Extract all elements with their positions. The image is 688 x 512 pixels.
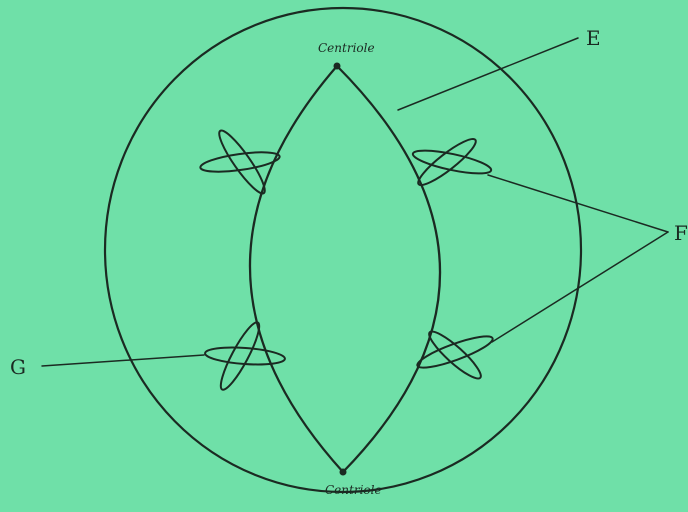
pointer-line-f-upper: [488, 175, 668, 232]
label-g: G: [10, 355, 26, 379]
cell-membrane: [105, 8, 581, 492]
pointer-line-e: [398, 38, 578, 110]
chromosome-top-left: [199, 126, 280, 197]
spindle-right: [337, 66, 440, 472]
chromosome-top-right: [411, 134, 493, 191]
centriole-bottom-dot: [340, 469, 347, 476]
label-centriole-bottom: Centriole: [325, 483, 382, 497]
spindle-left: [250, 66, 343, 472]
chromosome-bottom-left: [205, 319, 286, 394]
pointer-line-g: [42, 355, 204, 366]
label-centriole-top: Centriole: [318, 41, 375, 55]
centriole-top-dot: [334, 63, 341, 70]
label-f: F: [674, 221, 688, 245]
chromosome-bottom-right: [415, 326, 496, 383]
label-e: E: [586, 26, 601, 50]
